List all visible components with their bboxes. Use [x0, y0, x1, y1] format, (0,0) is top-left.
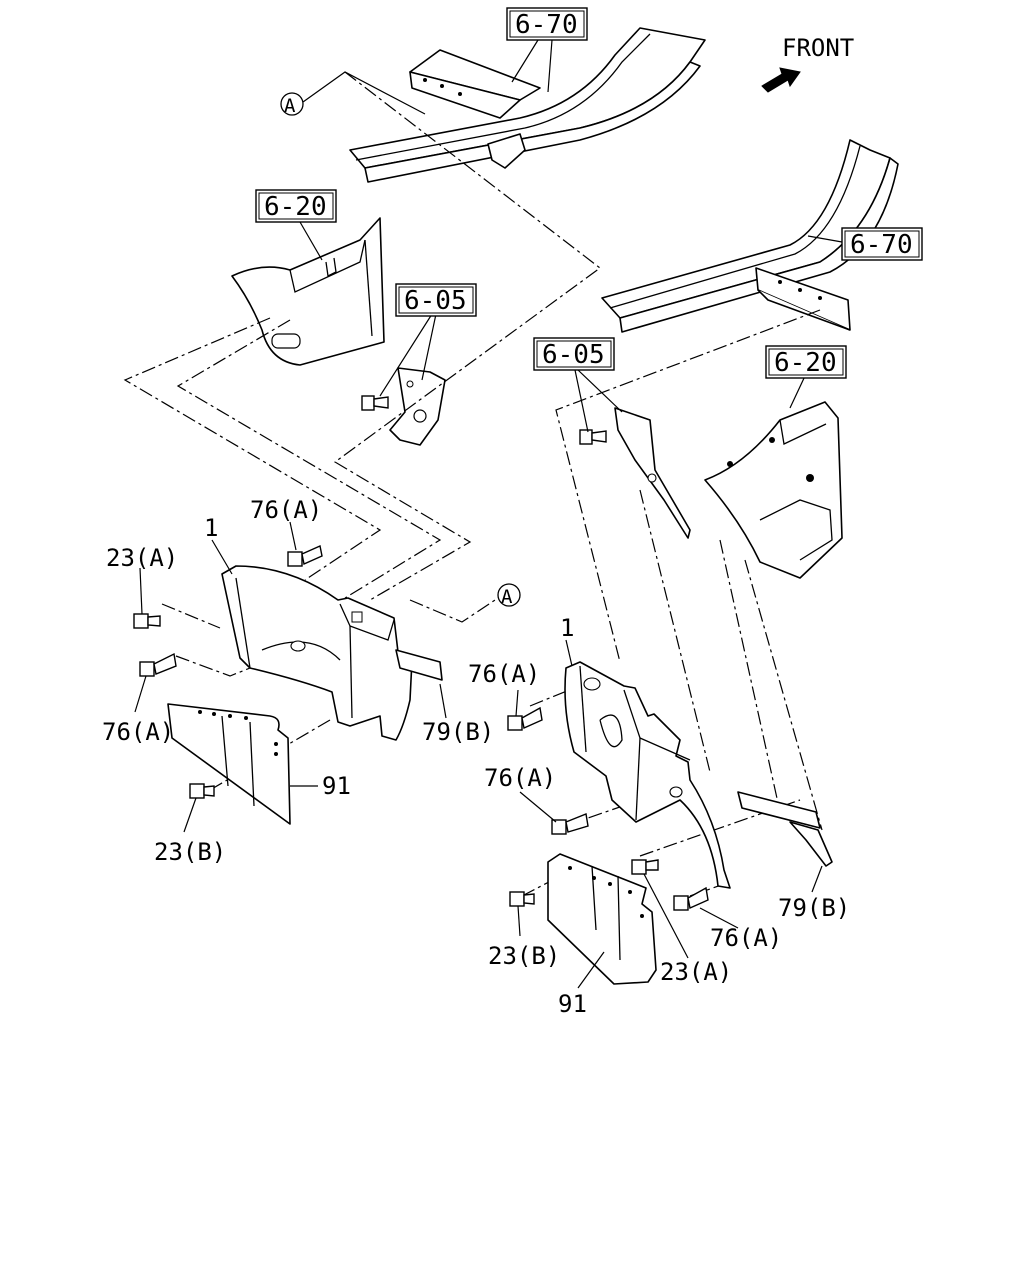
bolt-76a-right-top	[507, 706, 543, 731]
callout-left-76a-top: 76(A)	[250, 496, 322, 524]
mudguard-left	[221, 565, 443, 741]
leader-left-23a	[139, 567, 143, 615]
callout-right-79b: 79(B)	[778, 894, 850, 922]
callout-left-part-1: 1	[204, 514, 218, 542]
mudguard-right	[564, 661, 833, 889]
bolt-23a-right	[631, 859, 659, 875]
frame-rail-top	[349, 27, 706, 183]
callout-right-76a-mid: 76(A)	[484, 764, 556, 792]
bolt-23a-left	[133, 613, 161, 629]
ref-box-6-70-top: 6-70	[506, 7, 588, 41]
leader-left-76a-top	[289, 521, 297, 551]
bolt-76a-right-bottom	[673, 886, 709, 911]
ref-box-6-05-right-text: 6-05	[542, 340, 605, 370]
ref-box-6-20-right: 6-20	[765, 345, 847, 379]
front-label: FRONT	[782, 34, 854, 62]
ref-box-6-70-top-text: 6-70	[515, 10, 578, 40]
front-arrow-icon	[761, 67, 801, 93]
bracket-right	[614, 407, 691, 539]
leader-left-76a-bottom	[134, 675, 147, 713]
ref-box-6-70-right: 6-70	[841, 227, 923, 261]
assembly-lines	[123, 71, 823, 897]
mudflap-left	[167, 703, 291, 825]
bolt-76a-left-bottom	[139, 652, 177, 677]
bracket-right-leader	[574, 369, 623, 433]
callout-left-91: 91	[322, 772, 351, 800]
panel-right-leader	[789, 375, 806, 409]
marker-a-top: A	[284, 95, 296, 117]
leader-right-91	[577, 951, 605, 989]
callout-left-23a: 23(A)	[106, 544, 178, 572]
circled-letter-icon: A	[280, 92, 304, 117]
leader-right-76a-mid	[519, 791, 557, 823]
bolt-6-05-left	[361, 395, 389, 411]
bolt-6-05-right	[579, 429, 607, 445]
leader-right-79b	[811, 865, 823, 893]
ref-box-6-20-left-text: 6-20	[264, 192, 327, 222]
panel-left	[231, 217, 385, 366]
callout-left-23b: 23(B)	[154, 838, 226, 866]
panel-right	[704, 401, 843, 579]
leader-right-76a-bottom	[699, 907, 739, 929]
leader-left-23b	[183, 797, 197, 833]
bracket-left-leader	[379, 313, 437, 397]
leader-left-part-1	[211, 539, 233, 575]
callout-right-76a-top: 76(A)	[468, 660, 540, 688]
bolt-23b-left	[189, 783, 215, 799]
ref-box-6-05-right: 6-05	[533, 337, 615, 371]
leader-right-23b	[517, 905, 521, 937]
marker-a-mid: A	[501, 586, 513, 608]
callout-left-76a-bottom: 76(A)	[102, 718, 174, 746]
bolt-23b-right	[509, 891, 535, 907]
callout-left-79b: 79(B)	[422, 718, 494, 746]
frame-right-leader	[807, 235, 843, 243]
marker-a-top-leader	[302, 71, 426, 115]
ref-box-6-20-right-text: 6-20	[774, 348, 837, 378]
bracket-left	[389, 367, 446, 446]
leader-left-79b	[439, 683, 447, 719]
frame-rail-right	[601, 139, 899, 333]
callout-right-23b: 23(B)	[488, 942, 560, 970]
ref-box-6-05-left: 6-05	[395, 283, 477, 317]
leader-right-23a	[643, 873, 689, 959]
callout-right-23a: 23(A)	[660, 958, 732, 986]
callout-right-91: 91	[558, 990, 587, 1018]
callout-right-76a-bottom: 76(A)	[710, 924, 782, 952]
leader-right-76a-top	[515, 689, 519, 717]
bolt-76a-right-mid	[551, 813, 589, 835]
ref-box-6-70-right-text: 6-70	[850, 230, 913, 260]
panel-left-leader	[299, 221, 323, 261]
ref-box-6-05-left-text: 6-05	[404, 286, 467, 316]
circled-letter-icon: A	[497, 583, 521, 608]
leader-right-part-1	[565, 639, 573, 667]
mudflap-right	[547, 853, 657, 985]
bolt-76a-left-top	[287, 545, 323, 567]
ref-box-6-20-left: 6-20	[255, 189, 337, 223]
frame-top-leader	[511, 39, 553, 93]
callout-right-part-1: 1	[560, 614, 574, 642]
